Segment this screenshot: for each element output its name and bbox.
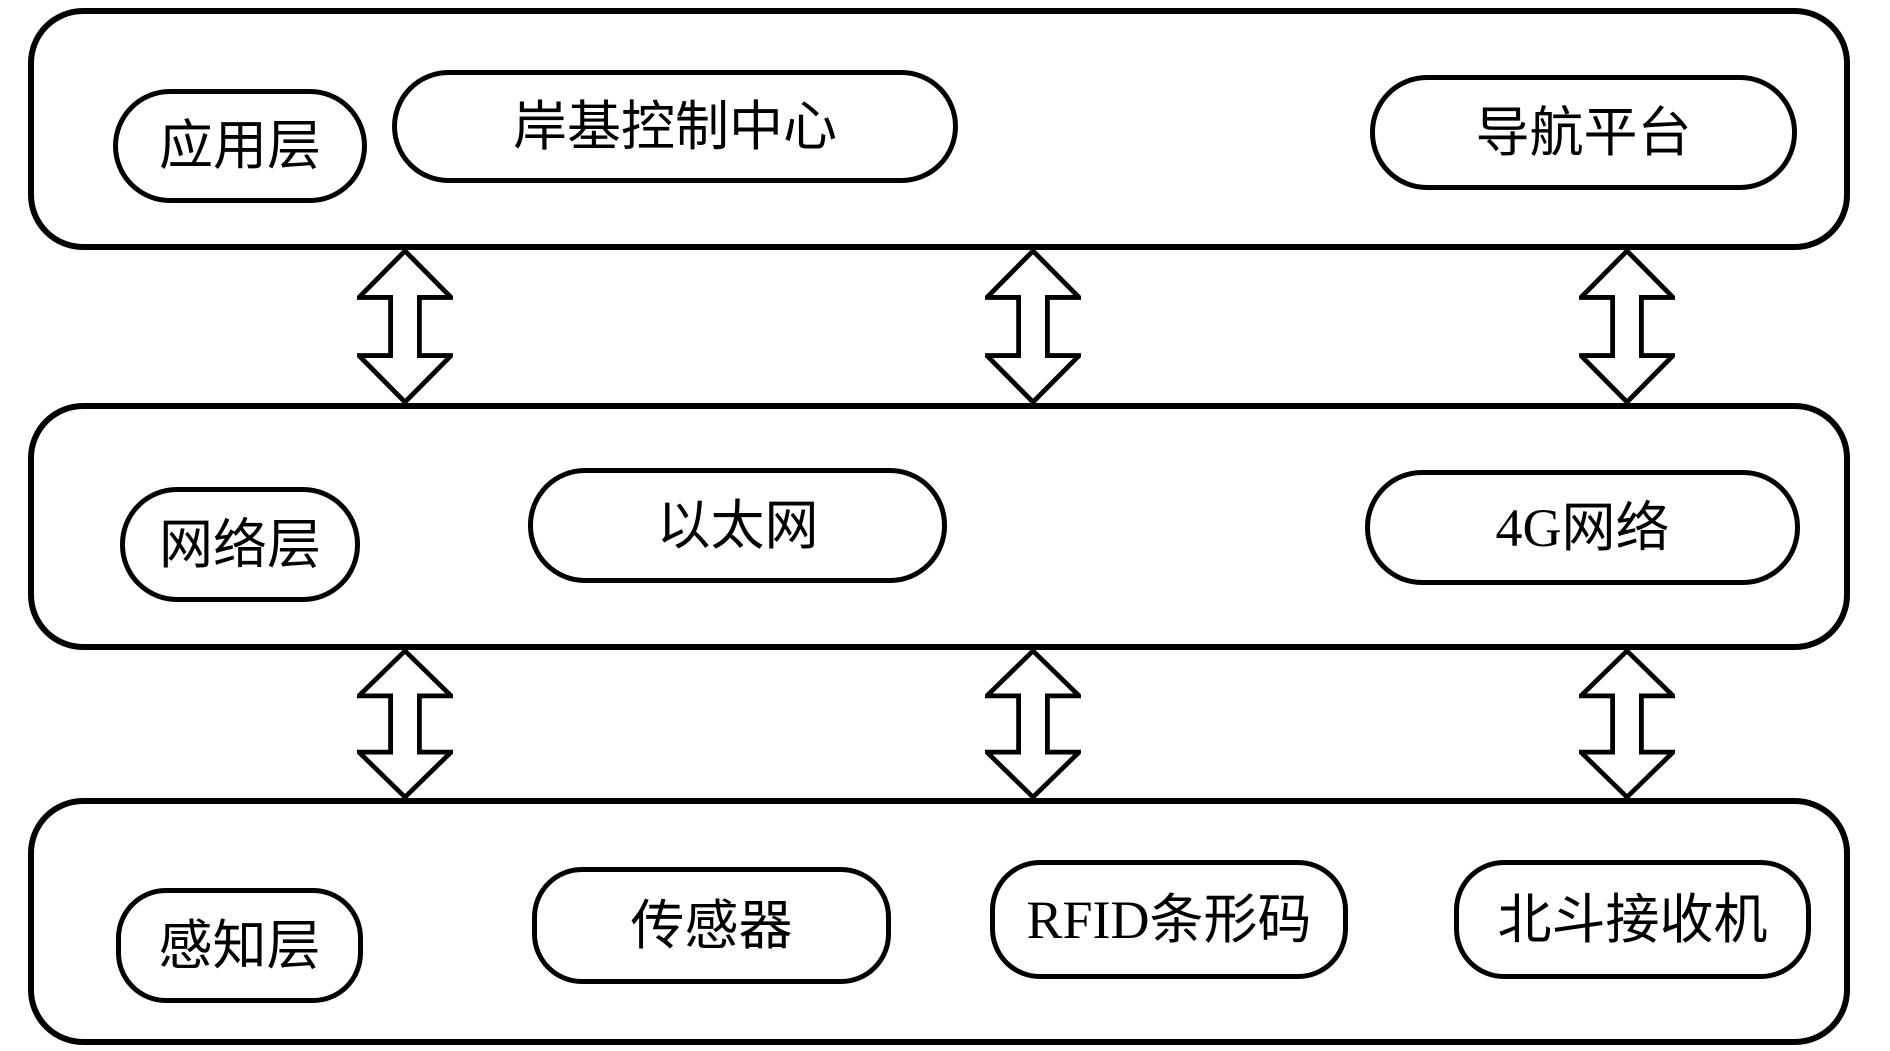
sensor-label: 传感器 (630, 895, 793, 956)
double-arrow-icon (985, 249, 1081, 404)
application-layer-label: 应用层 (159, 116, 321, 176)
network-layer-label: 网络层 (159, 514, 321, 575)
application-layer-label-pill: 应用层 (113, 89, 367, 203)
perception-layer-label-pill: 感知层 (116, 888, 363, 1003)
perception-layer-label: 感知层 (158, 915, 321, 976)
double-arrow-icon (1579, 649, 1675, 799)
double-arrow-icon (357, 249, 453, 404)
double-arrow-icon (357, 649, 453, 799)
double-arrow-icon (985, 649, 1081, 799)
beidou-receiver-label: 北斗接收机 (1497, 889, 1768, 950)
4g-network-node: 4G网络 (1365, 470, 1800, 585)
rfid-barcode-label: RFID条形码 (1026, 889, 1312, 950)
beidou-receiver-node: 北斗接收机 (1454, 860, 1811, 979)
shore-control-center-node: 岸基控制中心 (392, 70, 958, 183)
sensor-node: 传感器 (532, 867, 891, 984)
ethernet-node: 以太网 (528, 468, 947, 583)
ethernet-label: 以太网 (656, 495, 819, 556)
double-arrow-icon (1579, 249, 1675, 404)
rfid-barcode-node: RFID条形码 (990, 860, 1348, 979)
navigation-platform-node: 导航平台 (1370, 75, 1797, 190)
network-layer-label-pill: 网络层 (120, 487, 360, 602)
navigation-platform-label: 导航平台 (1475, 102, 1692, 163)
shore-control-center-label: 岸基控制中心 (513, 96, 837, 157)
4g-network-label: 4G网络 (1495, 497, 1670, 558)
